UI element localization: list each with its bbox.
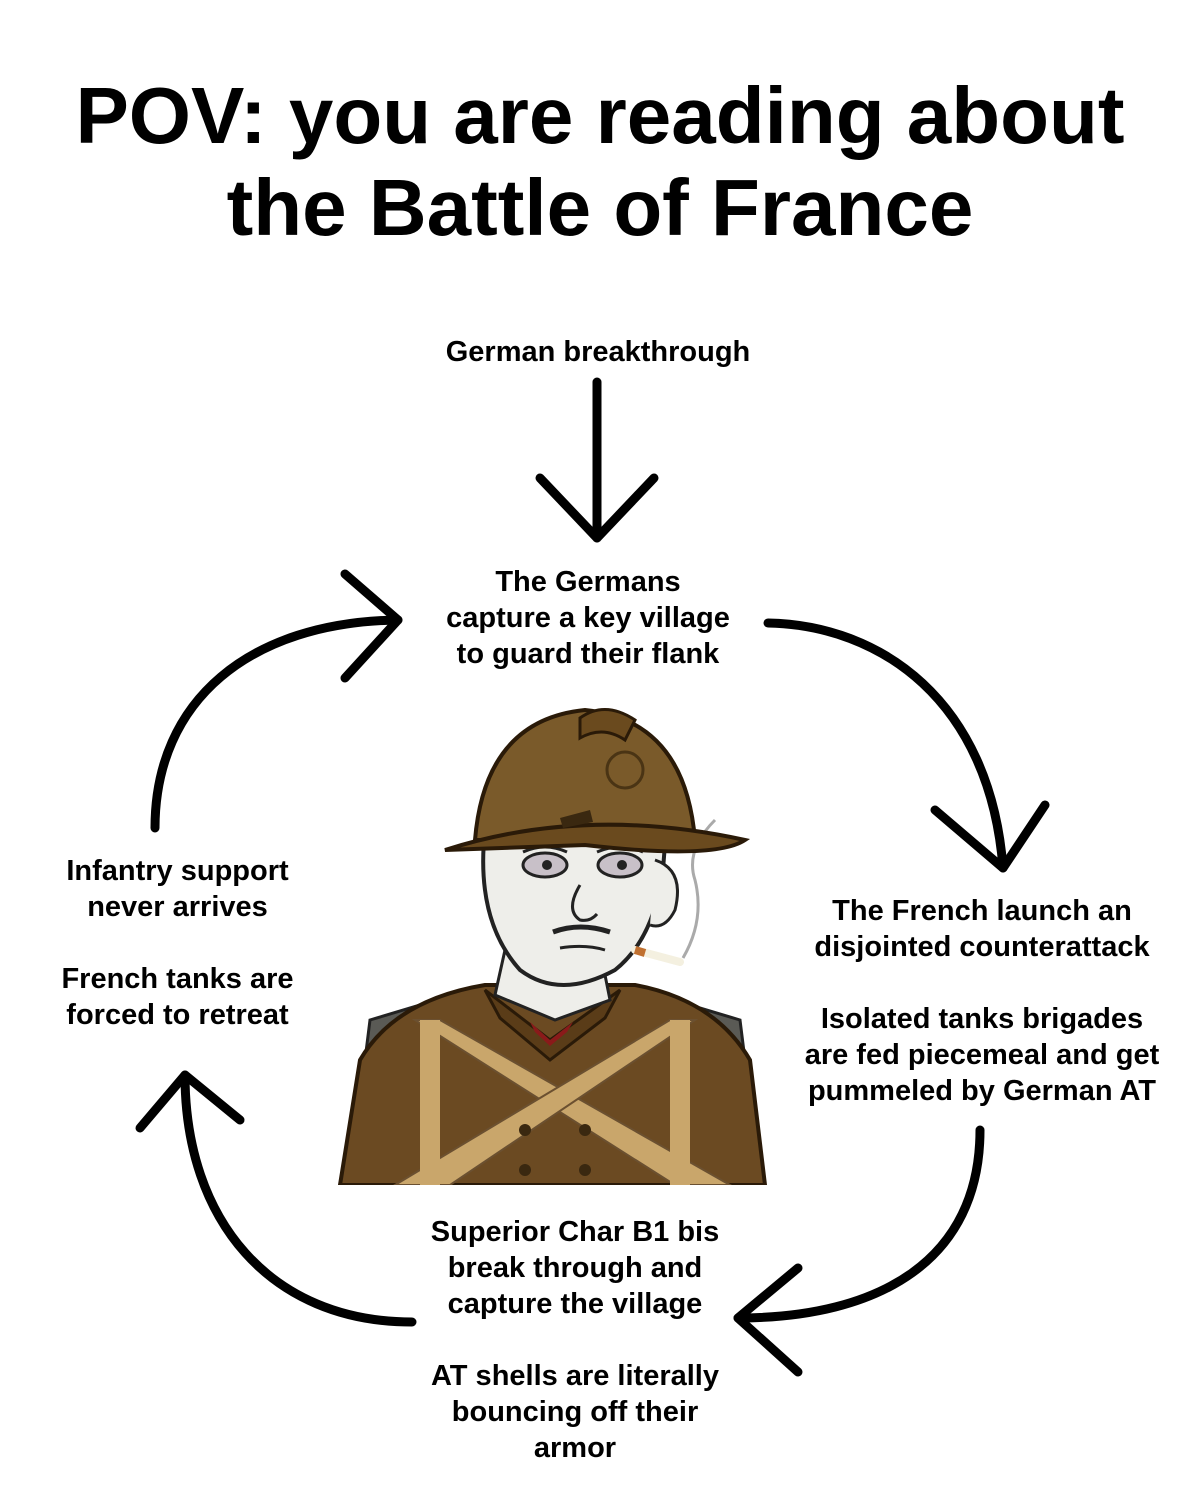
label-char-b1-breakthrough: Superior Char B1 bis break through and c… (430, 1216, 720, 1464)
cycle-arrow-icon (135, 1070, 417, 1327)
arrow-down-icon (535, 377, 659, 543)
title-line-1: POV: you are reading about (75, 71, 1125, 160)
cycle-arrow-icon (763, 618, 1050, 873)
label-french-counterattack: The French launch an disjointed countera… (804, 895, 1160, 1107)
soldier-illustration (337, 707, 768, 1185)
title-line-2: the Battle of France (226, 163, 974, 252)
label-germans-capture-village: The Germans capture a key village to gua… (446, 566, 730, 670)
cycle-arrow-icon (150, 569, 403, 833)
label-french-retreat: Infantry support never arrives French ta… (61, 855, 294, 1031)
meme-title: POV: you are reading about the Battle of… (0, 70, 1200, 254)
cycle-arrow-icon (733, 1125, 985, 1377)
label-german-breakthrough: German breakthrough (445, 336, 751, 368)
